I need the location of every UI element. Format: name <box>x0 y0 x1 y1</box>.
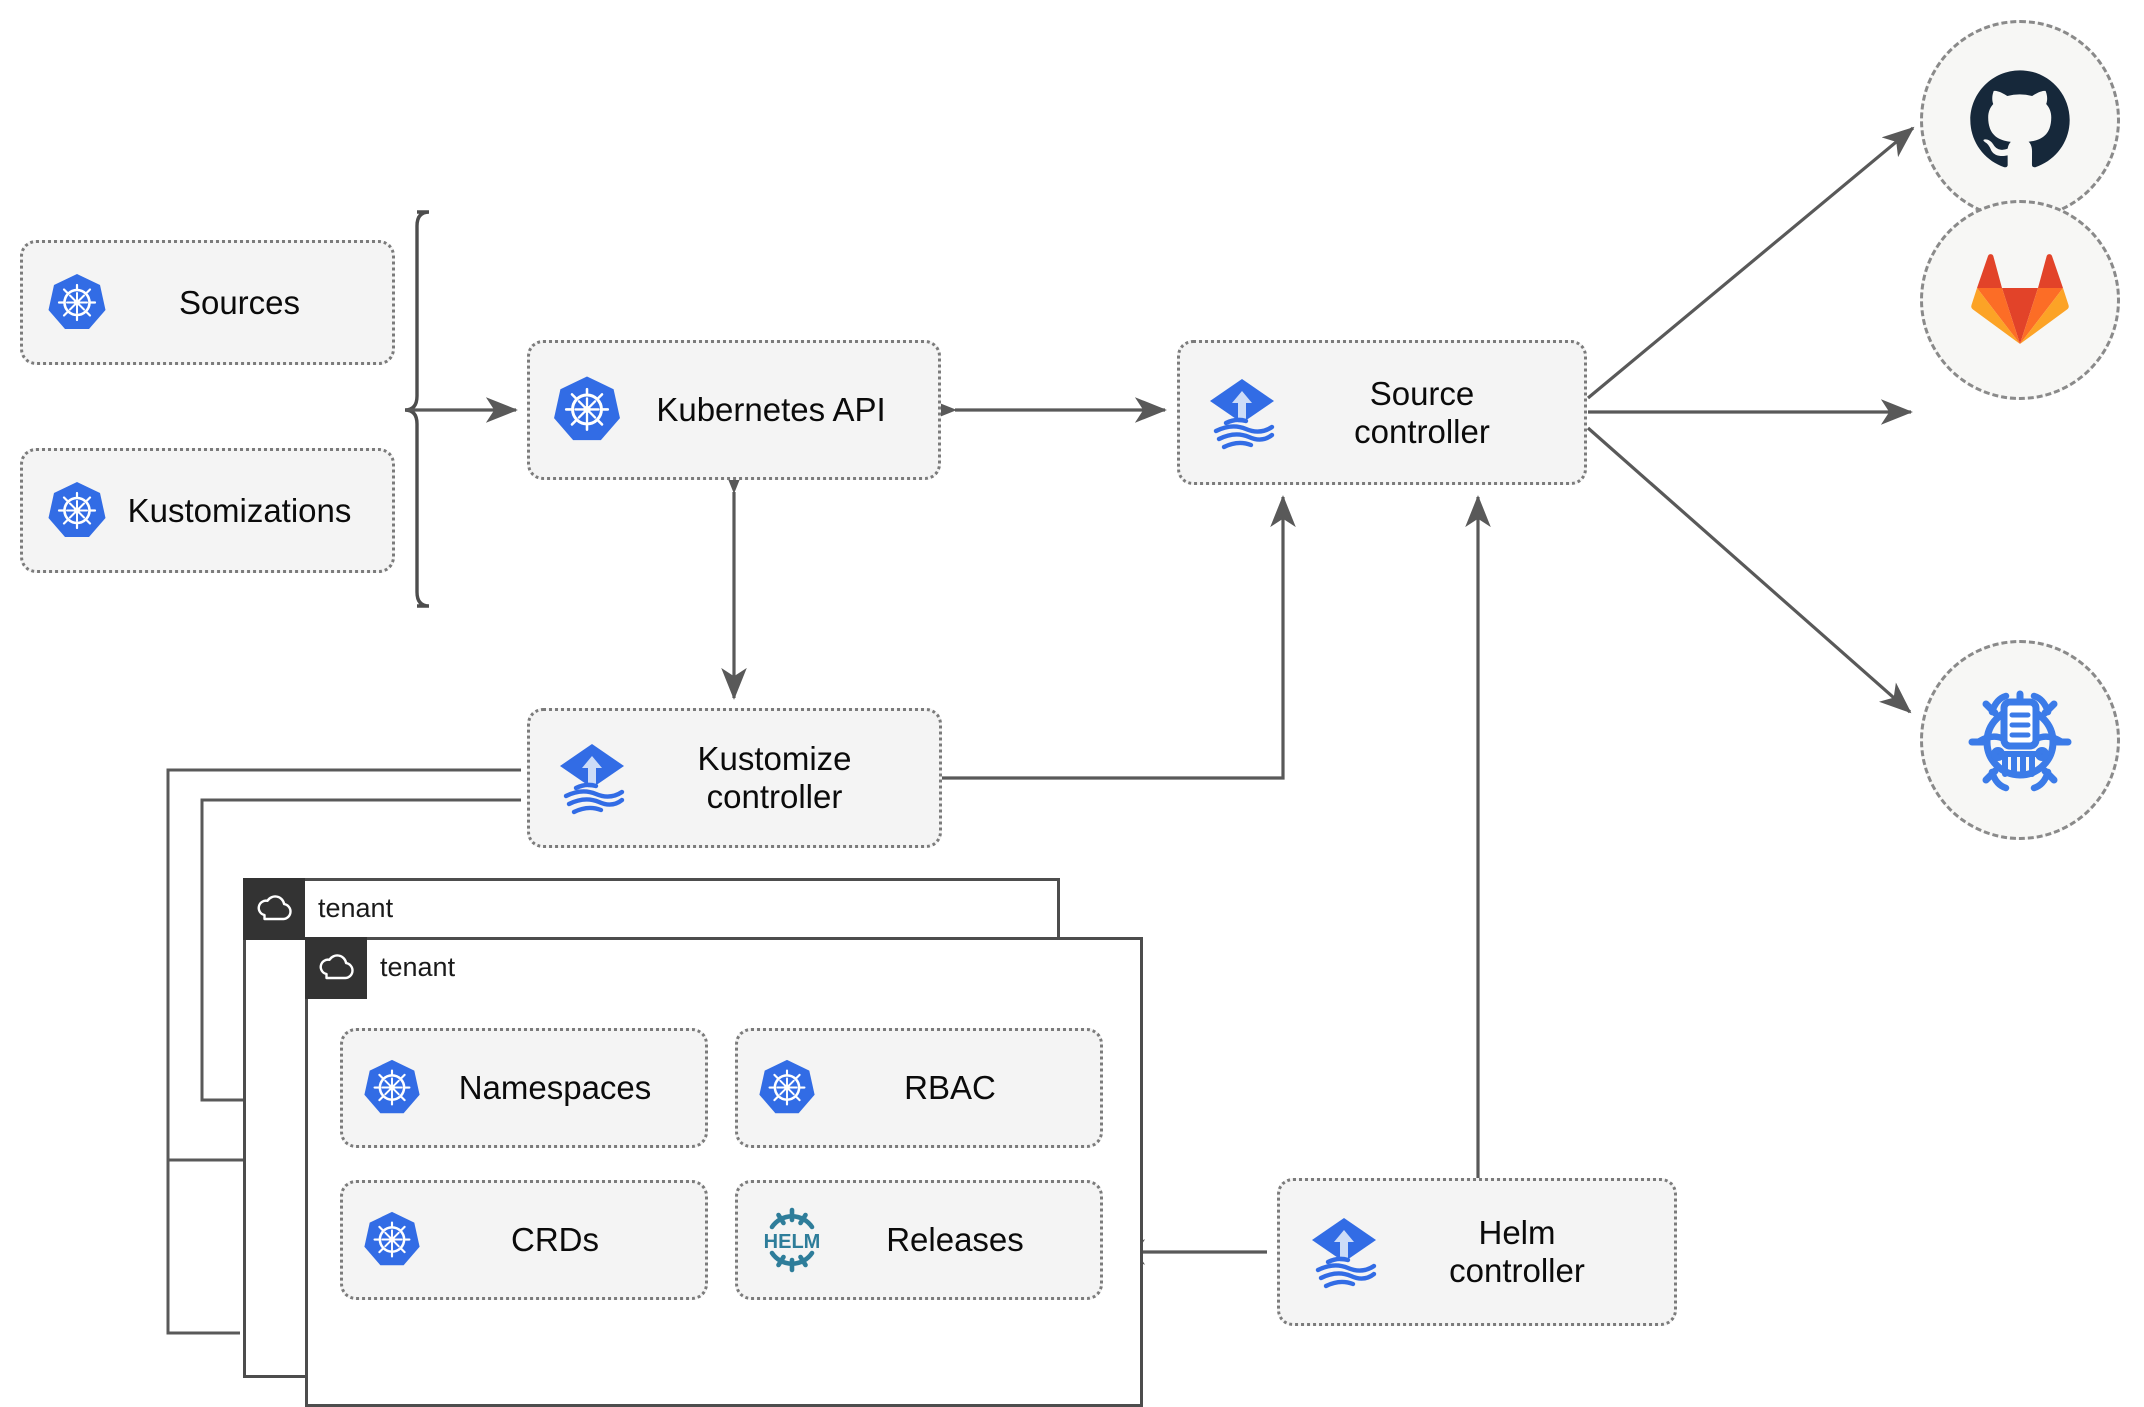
gitlab-icon <box>1970 252 2070 348</box>
flux-icon <box>552 738 632 818</box>
node-label: Releases <box>886 1221 1024 1259</box>
kubernetes-icon <box>756 1057 818 1119</box>
node-label: Namespaces <box>458 1069 652 1107</box>
helm-repository-icon <box>1964 684 2076 796</box>
node-label: CRDs <box>511 1221 599 1259</box>
github-icon <box>1966 66 2074 174</box>
node-kustomize-controller[interactable]: Kustomize controller <box>527 708 942 848</box>
external-github[interactable] <box>1920 20 2120 220</box>
node-sources[interactable]: Sources <box>20 240 395 365</box>
kubernetes-icon <box>45 271 109 335</box>
helm-icon: HELM <box>756 1207 828 1273</box>
tenant-label: tenant <box>380 952 456 982</box>
node-label: Kubernetes API <box>656 391 886 429</box>
node-kustomizations[interactable]: Kustomizations <box>20 448 395 573</box>
svg-text:HELM: HELM <box>764 1231 821 1253</box>
kubernetes-icon <box>45 479 109 543</box>
kubernetes-icon <box>361 1057 423 1119</box>
cloud-icon <box>305 937 367 999</box>
tenant-group-front[interactable]: tenant <box>305 937 1143 1407</box>
flux-icon <box>1304 1212 1384 1292</box>
tenant-label: tenant <box>318 893 394 923</box>
node-rbac[interactable]: RBAC <box>735 1028 1103 1148</box>
cloud-icon <box>243 878 305 940</box>
flux-icon <box>1202 373 1282 453</box>
node-namespaces[interactable]: Namespaces <box>340 1028 708 1148</box>
node-label: RBAC <box>904 1069 996 1107</box>
node-label: Kustomize controller <box>697 740 852 815</box>
node-helm-controller[interactable]: Helm controller <box>1277 1178 1677 1326</box>
node-label: Helm controller <box>1449 1214 1585 1289</box>
external-gitlab[interactable] <box>1920 200 2120 400</box>
kubernetes-icon <box>550 373 624 447</box>
node-crds[interactable]: CRDs <box>340 1180 708 1300</box>
node-source-controller[interactable]: Source controller <box>1177 340 1587 485</box>
node-kubernetes-api[interactable]: Kubernetes API <box>527 340 941 480</box>
node-label: Kustomizations <box>127 491 352 529</box>
node-releases[interactable]: HELM Releases <box>735 1180 1103 1300</box>
external-helm-repository[interactable] <box>1920 640 2120 840</box>
node-label: Source controller <box>1354 374 1490 450</box>
node-label: Sources <box>178 283 301 321</box>
kubernetes-icon <box>361 1209 423 1271</box>
